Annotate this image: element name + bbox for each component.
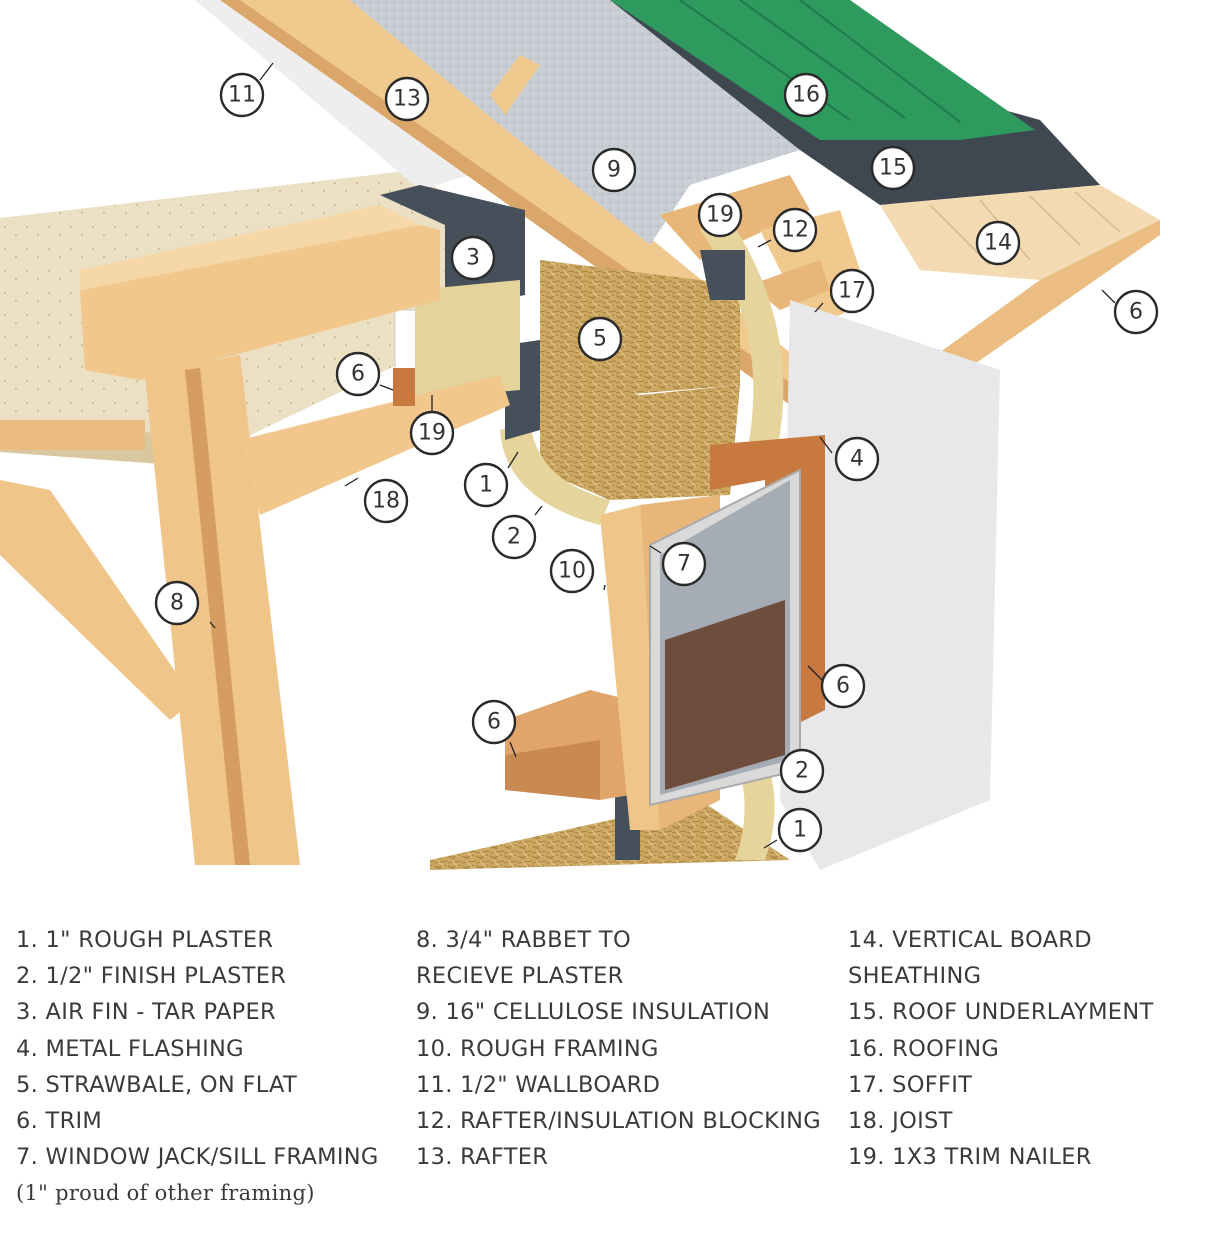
legend-item-1: 1. 1" ROUGH PLASTER [16,927,274,953]
legend-item-19: 19. 1X3 TRIM NAILER [848,1144,1092,1171]
joist [240,375,510,515]
svg-text:2: 2 [795,759,809,784]
legend-item-9: 9. 16" CELLULOSE INSULATION [416,999,771,1026]
svg-text:19: 19 [418,421,446,446]
svg-text:15: 15 [879,156,907,181]
callout-18: 18 [363,478,409,524]
legend-column-3: 14. VERTICAL BOARD SHEATHING 15. ROOF UN… [848,922,1154,1175]
callout-19-lower: 19 [409,410,455,456]
svg-text:6: 6 [836,674,850,699]
callout-6-interior: 6 [335,351,381,397]
svg-text:5: 5 [593,327,607,352]
svg-text:13: 13 [393,87,421,112]
svg-text:1: 1 [479,473,493,498]
svg-text:6: 6 [351,362,365,387]
leader-lines [209,62,1116,849]
callout-10: 10 [549,548,595,594]
callout-13: 13 [384,76,430,122]
callout-1-lower: 1 [777,807,823,853]
legend-item-17: 17. SOFFIT [848,1071,973,1098]
legend-item-11: 11. 1/2" WALLBOARD [416,1071,661,1098]
legend-item-5: 5. STRAWBALE, ON FLAT [16,1071,298,1098]
window [600,468,801,830]
legend-item-16: 16. ROOFING [848,1035,1000,1062]
legend-item-18: 18. JOIST [848,1108,953,1135]
callout-1-upper: 1 [463,462,509,508]
svg-text:19: 19 [706,203,734,228]
legend-item-3: 3. AIR FIN - TAR PAPER [16,999,276,1026]
callout-14: 14 [975,220,1021,266]
svg-text:10: 10 [558,559,586,584]
legend-item-12: 12. RAFTER/INSULATION BLOCKING [416,1108,822,1135]
cellulose-insulation [350,0,800,260]
svg-text:2: 2 [507,525,521,550]
svg-text:14: 14 [984,231,1012,256]
svg-text:6: 6 [487,710,501,735]
callout-2-lower: 2 [779,748,825,794]
legend-item-7-note: (1" proud of other framing) [16,1181,315,1206]
callout-3: 3 [450,235,496,281]
callout-11: 11 [219,72,265,118]
legend-item-10: 10. ROUGH FRAMING [416,1035,659,1062]
svg-text:9: 9 [607,158,621,183]
beam-and-post [0,205,440,865]
legend-item-14: 14. VERTICAL BOARD [848,927,1092,953]
legend-item-8: 8. 3/4" RABBET TO [416,927,631,953]
callout-5: 5 [577,316,623,362]
callout-6-eave: 6 [1113,289,1159,335]
callout-7: 7 [661,541,707,587]
callout-19-upper: 19 [697,192,743,238]
callout-17: 17 [829,268,875,314]
svg-text:4: 4 [850,447,864,472]
legend-column-2: 8. 3/4" RABBET TO RECIEVE PLASTER 9. 16"… [416,922,821,1175]
svg-text:17: 17 [838,279,866,304]
straw-bale-eave-section-drawing: 11 13 16 9 15 19 12 14 3 17 6 5 6 19 4 1… [0,0,1160,870]
callout-2-upper: 2 [491,514,537,560]
callout-6-window: 6 [820,663,866,709]
callout-4: 4 [834,436,880,482]
svg-text:16: 16 [792,83,820,108]
svg-text:18: 18 [372,489,400,514]
roof-layers [610,0,1100,205]
svg-text:11: 11 [228,83,256,108]
legend-item-15: 15. ROOF UNDERLAYMENT [848,999,1154,1026]
wallboard [195,0,470,190]
svg-text:8: 8 [170,591,184,616]
legend-item-6: 6. TRIM [16,1108,103,1135]
svg-text:6: 6 [1129,300,1143,325]
callout-15: 15 [870,145,916,191]
callout-16: 16 [783,72,829,118]
legend-column-1: 1. 1" ROUGH PLASTER 2. 1/2" FINISH PLAST… [16,922,379,1212]
exterior-plaster [780,300,1000,870]
legend-item-7: 7. WINDOW JACK/SILL FRAMING [16,1144,379,1171]
legend-item-14-cont: SHEATHING [848,963,982,990]
legend-item-2: 2. 1/2" FINISH PLASTER [16,963,287,990]
svg-text:12: 12 [781,218,809,243]
legend-item-13: 13. RAFTER [416,1144,549,1171]
legend-item-8-cont: RECIEVE PLASTER [416,963,624,990]
callout-12: 12 [772,207,818,253]
callout-8: 8 [154,580,200,626]
svg-text:7: 7 [677,552,691,577]
svg-text:3: 3 [466,246,480,271]
callout-9: 9 [591,147,637,193]
callout-6-sill: 6 [471,699,517,745]
legend-item-4: 4. METAL FLASHING [16,1035,244,1062]
svg-text:1: 1 [793,818,807,843]
